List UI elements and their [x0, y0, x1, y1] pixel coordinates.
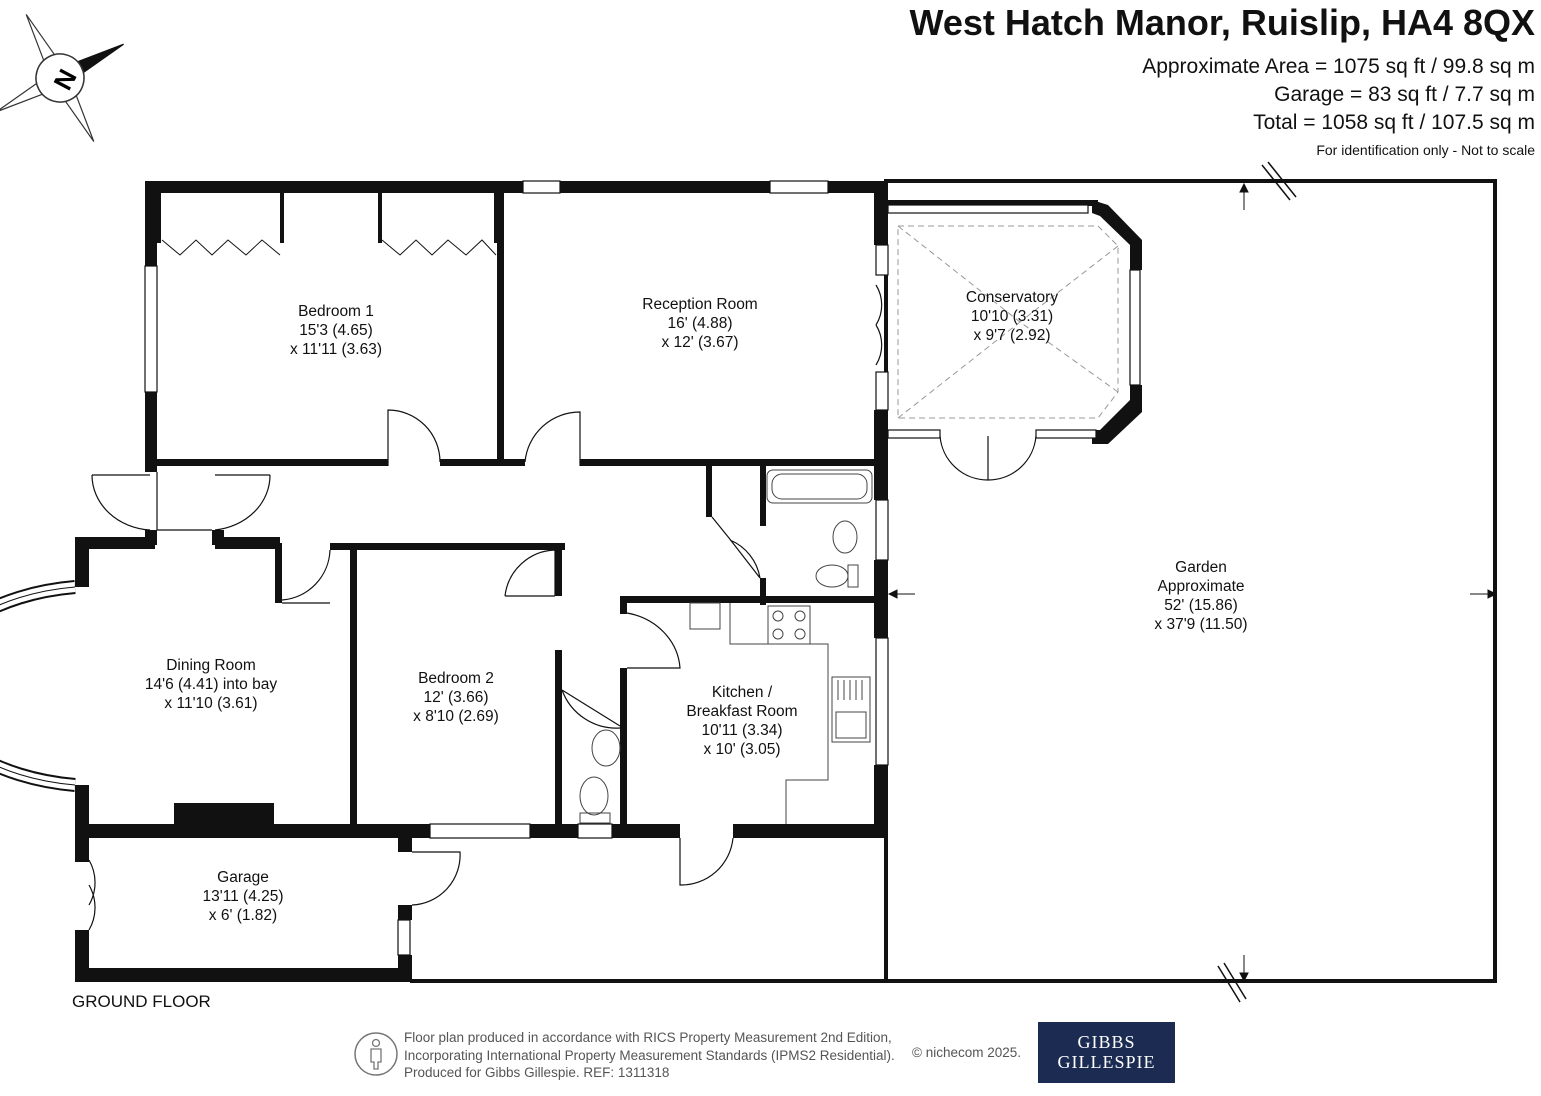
wc-basin	[591, 729, 621, 767]
fixtures	[579, 469, 873, 824]
windows	[144, 180, 1141, 956]
wardrobe-doors	[161, 239, 497, 256]
floor-label: GROUND FLOOR	[72, 992, 211, 1011]
footer-text: Floor plan produced in accordance with R…	[404, 1030, 895, 1080]
gibbs-gillespie-logo: GIBBS GILLESPIE	[1038, 1022, 1175, 1083]
property-title: West Hatch Manor, Ruislip, HA4 8QX	[909, 2, 1535, 43]
toilet	[815, 564, 849, 588]
hob	[767, 605, 811, 645]
worktop	[729, 603, 829, 824]
bath	[766, 469, 873, 504]
copyright: © nichecom 2025.	[912, 1045, 1022, 1060]
approximate-area: Approximate Area = 1075 sq ft / 99.8 sq …	[1142, 55, 1535, 78]
wc-toilet	[579, 776, 609, 816]
compass-rose-icon	[0, 14, 124, 142]
garden-dimension-arrows	[887, 182, 1498, 983]
door-swings	[88, 284, 1037, 931]
basin	[832, 520, 858, 554]
sink	[831, 676, 871, 743]
walls	[75, 181, 1142, 982]
bay-window	[0, 580, 76, 792]
total-area: Total = 1058 sq ft / 107.5 sq m	[1253, 111, 1535, 134]
garage-area: Garage = 83 sq ft / 7.7 sq m	[1274, 83, 1535, 106]
scale-note: For identification only - Not to scale	[1316, 142, 1535, 158]
conservatory-roof	[897, 225, 1119, 419]
